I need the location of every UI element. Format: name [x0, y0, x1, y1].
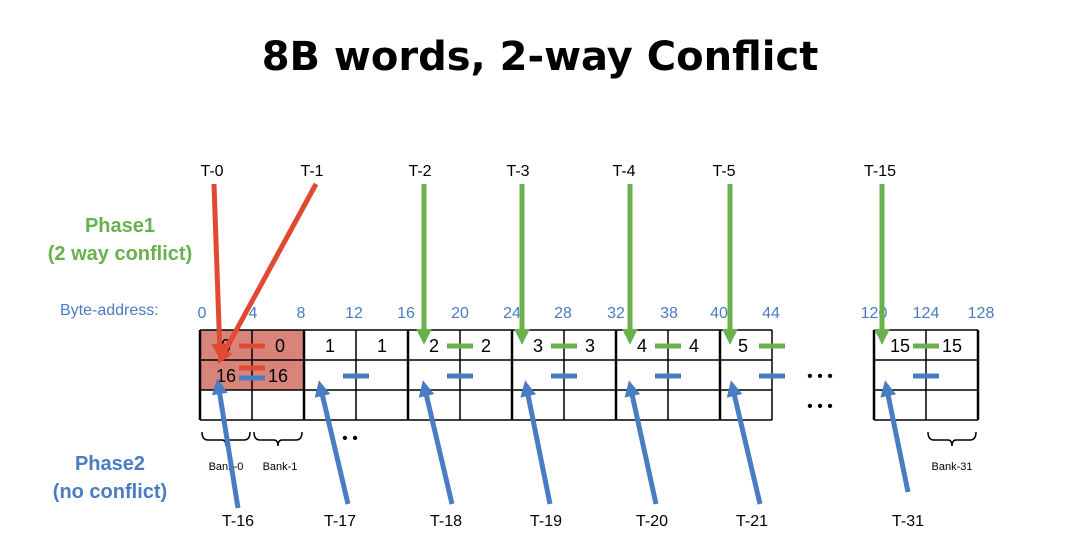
bank-brace	[253, 431, 303, 447]
thread-label: T-17	[324, 513, 356, 530]
thread-label: T-31	[892, 513, 924, 530]
byte-address-label: Byte-address:	[60, 302, 159, 319]
ellipsis: • • •	[807, 368, 833, 385]
blue-arrow-t18	[418, 380, 455, 505]
thread-label: T-2	[408, 163, 431, 180]
bank-label: Bank-1	[263, 461, 298, 473]
bank-label: Bank-31	[932, 461, 973, 473]
byte-address-value: 28	[554, 305, 572, 322]
cell-value: 15	[942, 336, 962, 356]
byte-address-value: 4	[249, 305, 258, 322]
cell-value: 2	[429, 336, 439, 356]
cell-value: 3	[533, 336, 543, 356]
thread-label: T-21	[736, 513, 768, 530]
blue-arrow-t17	[314, 380, 351, 505]
cell-value: 16	[268, 366, 288, 386]
ellipsis: • •	[342, 430, 358, 447]
blue-arrow-t16	[211, 378, 241, 509]
blue-arrow-t31	[880, 380, 911, 493]
byte-address-value: 24	[503, 305, 521, 322]
cell-value: 3	[585, 336, 595, 356]
blue-arrow-t19	[520, 380, 553, 505]
cell-value: 1	[325, 336, 335, 356]
thread-label: T-1	[300, 163, 323, 180]
phase1-label: Phase1 (2 way conflict)	[30, 212, 210, 268]
bank-brace	[927, 431, 977, 447]
phase1-title: Phase1	[84, 215, 156, 237]
blue-arrow-t21	[726, 380, 763, 505]
cell-value: 4	[637, 336, 647, 356]
byte-address-value: 44	[762, 305, 780, 322]
byte-address-value: 124	[913, 305, 940, 322]
byte-address-value: 8	[297, 305, 306, 322]
cell-value: 5	[738, 336, 748, 356]
phase2-title: Phase2	[74, 453, 146, 475]
thread-label: T-18	[430, 513, 462, 530]
byte-address-value: 40	[710, 305, 728, 322]
phase1-subtitle: (2 way conflict)	[47, 243, 193, 265]
cell-value: 1	[377, 336, 387, 356]
cell-value: 15	[890, 336, 910, 356]
cell-value: 4	[689, 336, 699, 356]
byte-address-value: 20	[451, 305, 469, 322]
ellipsis: • • •	[807, 398, 833, 415]
phase2-label: Phase2 (no conflict)	[30, 450, 190, 506]
byte-address-value: 128	[968, 305, 995, 322]
phase2-subtitle: (no conflict)	[52, 481, 168, 503]
byte-address-value: 16	[397, 305, 415, 322]
thread-label: T-0	[200, 163, 223, 180]
bank-label: Bank-0	[209, 461, 244, 473]
thread-label: T-20	[636, 513, 668, 530]
thread-label: T-16	[222, 513, 254, 530]
red-arrow-t1	[217, 182, 319, 365]
byte-address-value: 12	[345, 305, 363, 322]
byte-address-value: 38	[660, 305, 678, 322]
slide-title: 8B words, 2-way Conflict	[261, 34, 819, 80]
thread-label: T-15	[864, 163, 896, 180]
red-arrow-t0	[211, 183, 228, 360]
cell-value: 2	[481, 336, 491, 356]
thread-label: T-3	[506, 163, 529, 180]
byte-address-value: 0	[198, 305, 207, 322]
thread-label: T-19	[530, 513, 562, 530]
thread-label: T-5	[712, 163, 735, 180]
blue-arrow-t20	[624, 380, 659, 505]
cell-value: 0	[275, 336, 285, 356]
byte-address-value: 32	[607, 305, 625, 322]
thread-label: T-4	[612, 163, 635, 180]
